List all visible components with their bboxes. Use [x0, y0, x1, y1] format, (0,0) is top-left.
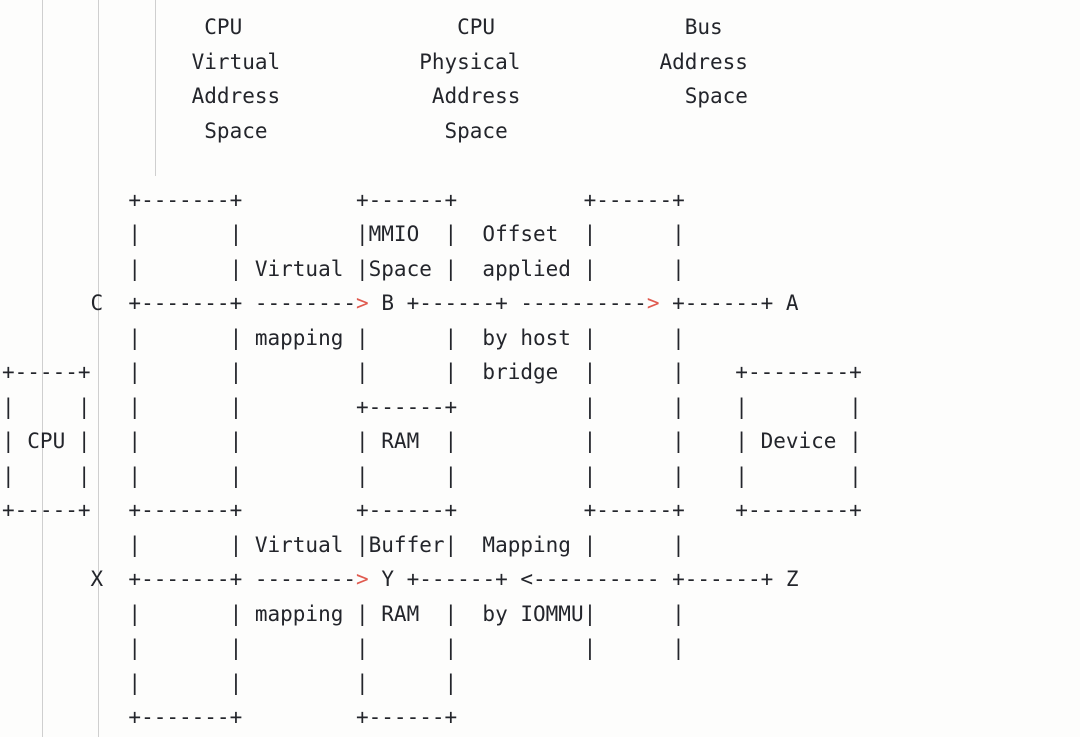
art-line: | | | | | | | | | |: [2, 463, 862, 488]
art-line: +-------+ +------+ +------+: [2, 187, 685, 212]
art-line: | | Virtual |Buffer| Mapping | |: [2, 532, 685, 557]
arrow-head-left-icon: <: [520, 567, 534, 591]
art-line: | | |MMIO | Offset | |: [2, 222, 685, 246]
art-line: +-----+ | | | | bridge | | +--------+: [2, 360, 862, 384]
art-line: | | Virtual |Space | applied | |: [2, 256, 685, 281]
art-line: [2, 148, 862, 183]
arrow-head-right-icon: >: [356, 291, 369, 315]
arrow-head-right-icon: >: [356, 567, 369, 591]
art-line: | | | |: [2, 670, 458, 695]
art-line: CPU CPU Bus: [2, 15, 723, 39]
art-line: Address Address Space: [2, 84, 748, 108]
ascii-art-diagram: CPU CPU Bus Virtual Physical Address Add…: [2, 10, 862, 735]
arrow-head-right-icon: >: [646, 291, 660, 315]
art-line: | | | | | |: [2, 636, 685, 660]
art-line: | | | | +------+ | | | |: [2, 394, 862, 419]
art-line: +-------+ +------+: [2, 705, 458, 729]
art-line: C +-------+ --------> B +------+ -------…: [2, 291, 799, 315]
art-line: Space Space: [2, 118, 508, 143]
art-line: X +-------+ --------> Y +------+ <------…: [2, 567, 799, 591]
art-line: +-----+ +-------+ +------+ +------+ +---…: [2, 498, 862, 522]
art-line: Virtual Physical Address: [2, 49, 748, 74]
art-line: | | mapping | RAM | by IOMMU| |: [2, 601, 685, 626]
art-line: | CPU | | | | RAM | | | | Device |: [2, 429, 862, 453]
art-line: | | mapping | | by host | |: [2, 325, 685, 350]
